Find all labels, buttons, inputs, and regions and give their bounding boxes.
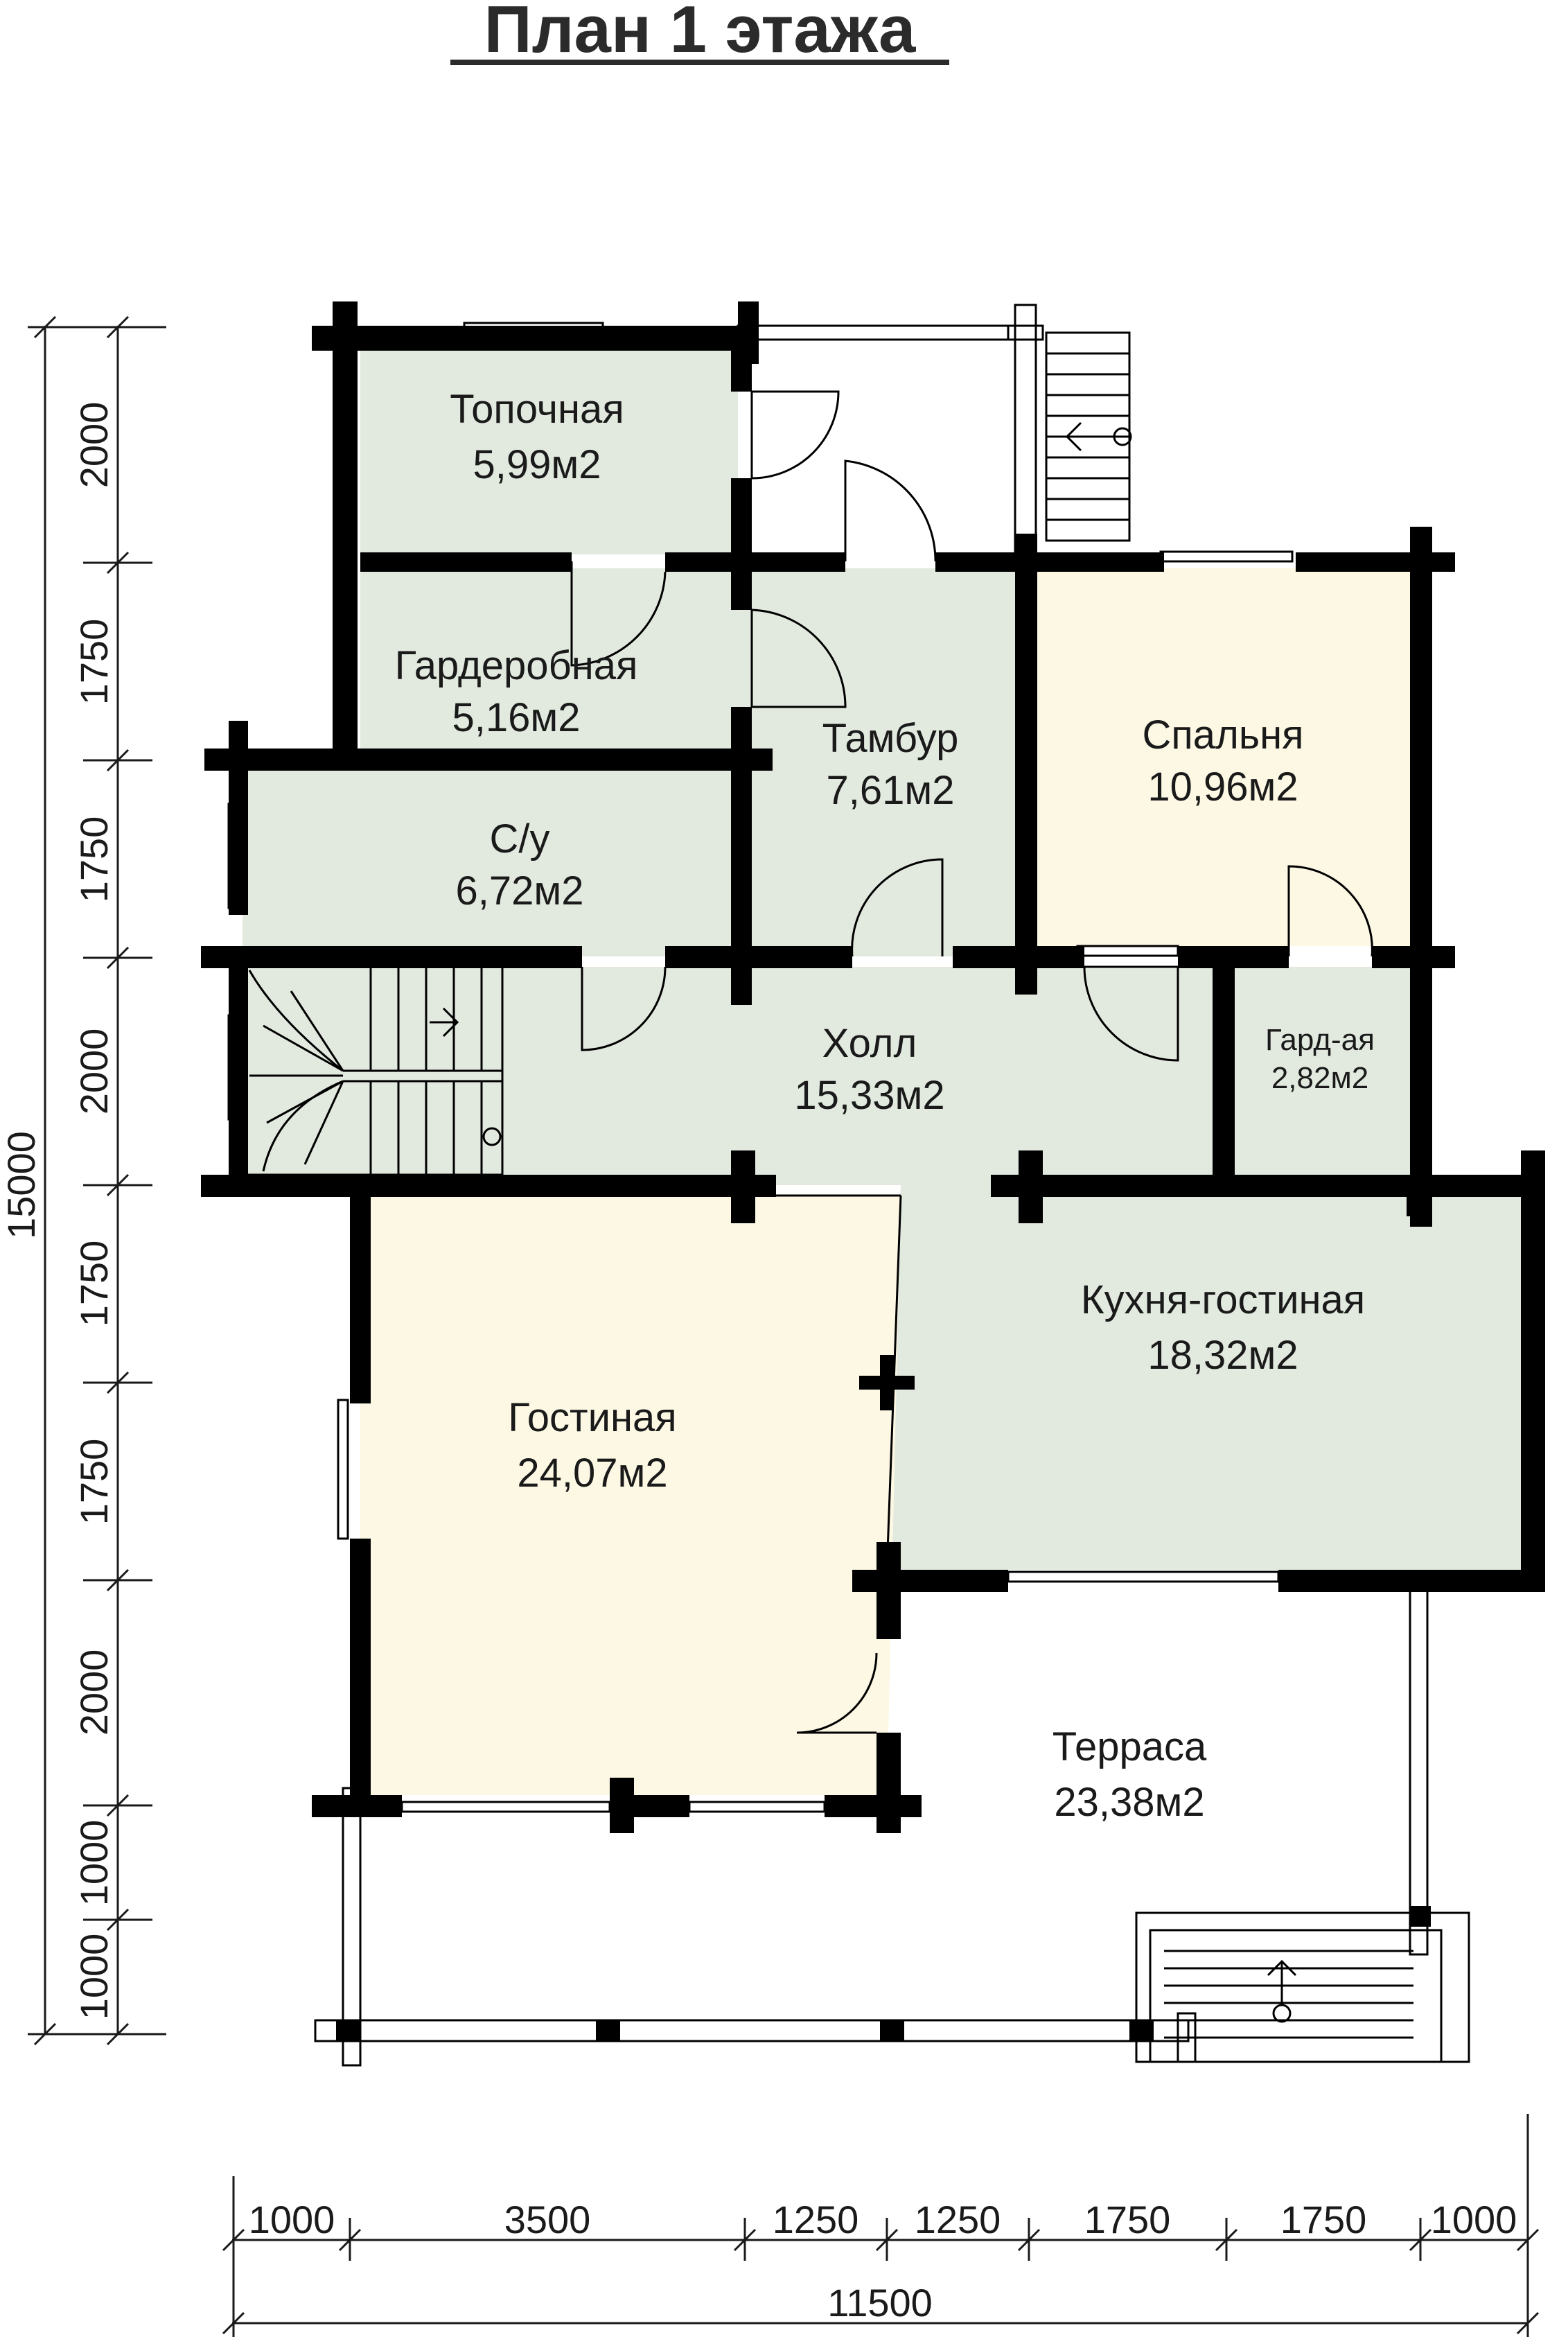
holl-fill — [243, 967, 1213, 1185]
dim-left-seg: 1750 — [72, 619, 116, 706]
tambur-fill — [738, 568, 1025, 956]
room-spalnya-name: Спальня — [1142, 712, 1303, 758]
terrace-stair — [1135, 1911, 1470, 2063]
room-terrasa-name: Терраса — [1052, 1724, 1207, 1769]
dim-bottom-seg: 1000 — [1431, 2198, 1517, 2241]
dim-left-seg: 1000 — [72, 1934, 116, 2020]
room-tambur-name: Тамбур — [822, 716, 959, 761]
room-su-name: С/у — [490, 816, 550, 861]
room-terrasa-area: 23,38м2 — [1054, 1780, 1204, 1825]
dim-bottom-seg: 1750 — [1084, 2198, 1171, 2241]
room-kuhnya-area: 18,32м2 — [1147, 1333, 1298, 1378]
room-gard-aya-name: Гард-ая — [1265, 1023, 1375, 1057]
dim-left-seg: 2000 — [72, 402, 116, 489]
doors — [570, 390, 1373, 1734]
dim-bottom-seg: 1250 — [773, 2198, 859, 2241]
room-spalnya-area: 10,96м2 — [1147, 764, 1298, 809]
room-kuhnya-name: Кухня-гостиная — [1081, 1277, 1365, 1322]
walls — [201, 301, 1545, 2041]
dim-left-total: 15000 — [0, 1131, 43, 1239]
room-topochnaya-area: 5,99м2 — [473, 442, 601, 487]
topochnaya-fill — [360, 340, 738, 554]
left-dimensions: 15000 2000 1750 1750 2000 1750 1750 2000… — [0, 315, 166, 2046]
room-tambur-area: 7,61м2 — [826, 768, 954, 813]
gard-aya-fill — [1233, 967, 1410, 1175]
entry-porch — [737, 304, 1044, 556]
gostinaya-fill — [360, 1196, 901, 1795]
dim-bottom-seg: 1750 — [1280, 2198, 1367, 2241]
room-fills — [243, 340, 1524, 1795]
room-gard-aya-area: 2,82м2 — [1271, 1061, 1368, 1095]
dim-bottom-seg: 1250 — [915, 2198, 1001, 2241]
room-holl-name: Холл — [822, 1021, 917, 1066]
dim-left-seg: 2000 — [72, 1029, 116, 1115]
room-topochnaya-name: Топочная — [450, 387, 624, 432]
bottom-dimensions: 1000 3500 1250 1250 1750 1750 1000 11500 — [222, 2114, 1540, 2337]
room-su-area: 6,72м2 — [455, 868, 583, 913]
room-labels: Топочная 5,99м2 Гардеробная 5,16м2 Тамбу… — [395, 387, 1375, 1825]
room-holl-area: 15,33м2 — [794, 1073, 944, 1118]
garderobnaya-fill — [360, 568, 738, 759]
dim-left-seg: 1000 — [72, 1820, 116, 1907]
spalnya-fill — [1036, 568, 1410, 946]
dim-bottom-seg: 1000 — [249, 2198, 335, 2241]
room-gostinaya-name: Гостиная — [508, 1395, 676, 1440]
room-gostinaya-area: 24,07м2 — [517, 1451, 667, 1496]
dim-left-seg: 1750 — [72, 816, 116, 903]
dim-bottom-total: 11500 — [827, 2281, 933, 2325]
entry-stair — [1045, 331, 1132, 542]
dim-bottom-seg: 3500 — [504, 2198, 591, 2241]
room-garderobnaya-name: Гардеробная — [395, 643, 638, 688]
dim-left-seg: 2000 — [72, 1649, 116, 1736]
room-garderobnaya-area: 5,16м2 — [452, 695, 580, 740]
kuhnya-fill — [887, 1185, 1524, 1570]
dim-left-seg: 1750 — [72, 1241, 116, 1327]
page-title: План 1 этажа — [484, 0, 916, 67]
su-fill — [243, 769, 734, 956]
dim-left-seg: 1750 — [72, 1439, 116, 1525]
